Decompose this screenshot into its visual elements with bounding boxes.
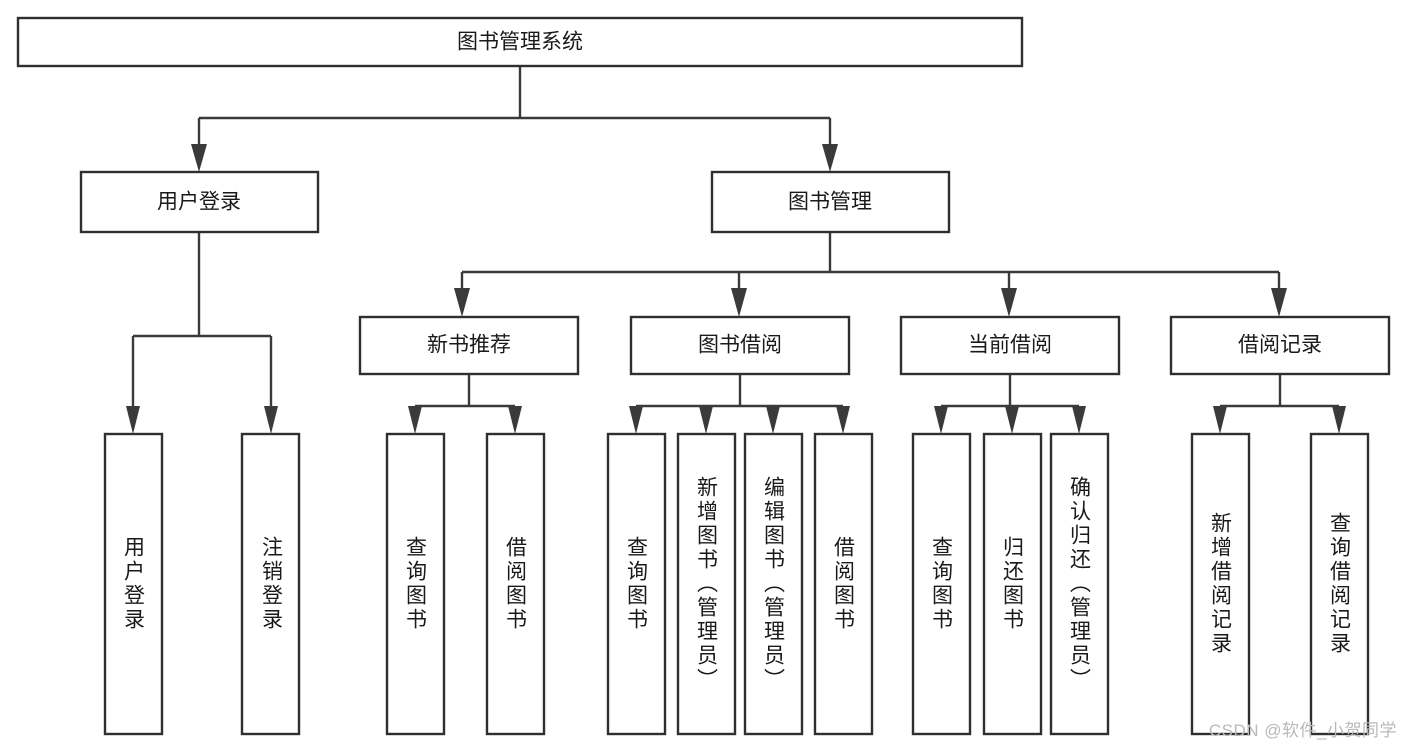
node-leaf-query-record-box[interactable] — [1309, 432, 1370, 736]
node-leaf-query-book-box[interactable] — [606, 432, 667, 736]
node-leaf-edit-book-box[interactable] — [743, 432, 804, 736]
node-borrow-record[interactable]: 借阅记录 — [1169, 315, 1391, 376]
node-borrow-record-box[interactable] — [1169, 315, 1391, 376]
node-leaf-query-book-cur-box[interactable] — [911, 432, 972, 736]
node-leaf-logout-box[interactable] — [240, 432, 301, 736]
node-new-book-rec[interactable]: 新书推荐 — [358, 315, 580, 376]
node-book-borrow-box[interactable] — [629, 315, 851, 376]
node-root-box[interactable] — [16, 16, 1024, 68]
arrowhead-return-book — [1005, 406, 1019, 434]
node-leaf-borrow-book[interactable]: 借阅图书 — [813, 432, 874, 736]
node-leaf-return-book-label: 归还图书 — [1001, 536, 1025, 632]
node-leaf-confirm-return-label: 确认归还（管理员） — [1068, 476, 1092, 692]
node-current-borrow-box[interactable] — [899, 315, 1121, 376]
node-book-manage[interactable]: 图书管理 — [710, 170, 951, 234]
node-leaf-confirm-return-box[interactable] — [1049, 432, 1110, 736]
arrowhead-query-book-rec — [408, 406, 422, 434]
node-leaf-query-book-rec[interactable]: 查询图书 — [385, 432, 446, 736]
arrowhead-borrow-record — [1271, 288, 1287, 317]
connectors-book-borrow — [629, 374, 850, 434]
node-new-book-rec-box[interactable] — [358, 315, 580, 376]
connectors-user-login — [126, 232, 278, 434]
node-leaf-add-book-box[interactable] — [676, 432, 737, 736]
node-leaf-edit-book[interactable]: 编辑图书（管理员） — [743, 432, 804, 736]
node-leaf-borrow-book-rec-label: 借阅图书 — [504, 536, 528, 632]
node-book-borrow[interactable]: 图书借阅 — [629, 315, 851, 376]
node-leaf-confirm-return[interactable]: 确认归还（管理员） — [1049, 432, 1110, 736]
connectors-current-borrow — [934, 374, 1086, 434]
arrowhead-leaf-logout — [264, 406, 278, 434]
node-leaf-user-login-box[interactable] — [103, 432, 164, 736]
node-leaf-borrow-book-label: 借阅图书 — [832, 536, 856, 632]
arrowhead-add-record — [1213, 406, 1227, 434]
node-leaf-query-book-cur[interactable]: 查询图书 — [911, 432, 972, 736]
arrowhead-book-borrow — [731, 288, 747, 317]
arrowhead-query-book — [629, 406, 643, 434]
node-user-login[interactable]: 用户登录 — [79, 170, 320, 234]
arrowhead-leaf-user-login — [126, 406, 140, 434]
node-leaf-return-book-box[interactable] — [982, 432, 1043, 736]
node-leaf-logout-label: 注销登录 — [260, 536, 284, 632]
node-leaf-add-record[interactable]: 新增借阅记录 — [1190, 432, 1251, 736]
arrowhead-current-borrow — [1001, 288, 1017, 317]
node-leaf-query-record-label: 查询借阅记录 — [1328, 512, 1352, 656]
node-root-label: 图书管理系统 — [457, 31, 583, 54]
arrowhead-confirm-return — [1072, 406, 1086, 434]
node-leaf-user-login[interactable]: 用户登录 — [103, 432, 164, 736]
node-user-login-label: 用户登录 — [157, 191, 241, 214]
node-root[interactable]: 图书管理系统 — [16, 16, 1024, 68]
node-current-borrow-label: 当前借阅 — [968, 334, 1052, 357]
arrowhead-borrow-book-rec — [508, 406, 522, 434]
connectors-new-book-rec — [408, 374, 522, 434]
node-book-manage-label: 图书管理 — [788, 191, 872, 214]
node-book-borrow-label: 图书借阅 — [698, 334, 782, 357]
node-leaf-query-book[interactable]: 查询图书 — [606, 432, 667, 736]
arrowhead-borrow-book — [836, 406, 850, 434]
node-leaf-add-book[interactable]: 新增图书（管理员） — [676, 432, 737, 736]
csdn-watermark: CSDN @软件_小贺同学 — [1208, 721, 1397, 740]
node-leaf-borrow-book-rec[interactable]: 借阅图书 — [485, 432, 546, 736]
connectors-root — [191, 66, 838, 172]
node-leaf-return-book[interactable]: 归还图书 — [982, 432, 1043, 736]
node-leaf-query-record[interactable]: 查询借阅记录 — [1309, 432, 1370, 736]
node-current-borrow[interactable]: 当前借阅 — [899, 315, 1121, 376]
connectors-borrow-record — [1213, 374, 1346, 434]
arrowhead-user-login — [191, 144, 207, 172]
node-leaf-logout[interactable]: 注销登录 — [240, 432, 301, 736]
node-leaf-query-book-label: 查询图书 — [625, 536, 649, 632]
node-leaf-query-book-rec-label: 查询图书 — [404, 536, 428, 632]
node-book-manage-box[interactable] — [710, 170, 951, 234]
node-borrow-record-label: 借阅记录 — [1238, 334, 1322, 357]
node-leaf-borrow-book-box[interactable] — [813, 432, 874, 736]
node-user-login-box[interactable] — [79, 170, 320, 234]
node-leaf-user-login-label: 用户登录 — [122, 536, 146, 632]
node-leaf-borrow-book-rec-box[interactable] — [485, 432, 546, 736]
node-leaf-add-record-label: 新增借阅记录 — [1209, 512, 1233, 656]
node-leaf-add-book-label: 新增图书（管理员） — [695, 476, 719, 692]
node-leaf-query-book-rec-box[interactable] — [385, 432, 446, 736]
arrowhead-book-manage — [822, 144, 838, 172]
node-leaf-query-book-cur-label: 查询图书 — [930, 536, 954, 632]
node-leaf-edit-book-label: 编辑图书（管理员） — [762, 476, 786, 692]
arrowhead-query-record — [1332, 406, 1346, 434]
arrowhead-add-book — [699, 406, 713, 434]
arrowhead-new-book-rec — [454, 288, 470, 317]
connectors-book-manage — [454, 232, 1287, 317]
node-leaf-add-record-box[interactable] — [1190, 432, 1251, 736]
arrowhead-edit-book — [766, 406, 780, 434]
node-new-book-rec-label: 新书推荐 — [427, 334, 511, 357]
arrowhead-query-book-cur — [934, 406, 948, 434]
